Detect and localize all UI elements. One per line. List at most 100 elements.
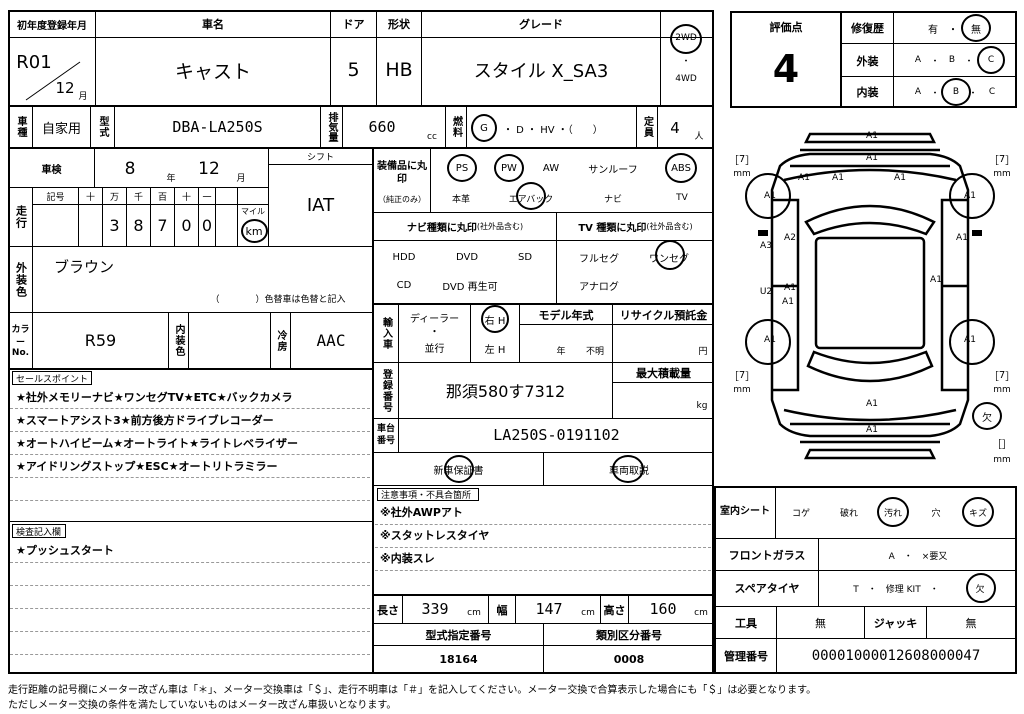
max-load-unit: kg [696, 401, 708, 411]
notes-label: 注意事項・不具合箇所 [377, 488, 479, 501]
designation-label: 型式指定番号 [425, 628, 492, 642]
tv-label-text: TV 種類に丸印 [578, 223, 647, 234]
interior-color-label: 内装色 [173, 324, 184, 357]
note-line: ※内装スレ [380, 552, 435, 565]
sales-point-line: ★社外メモリーナビ★ワンセグTV★ETC★バックカメラ [16, 391, 293, 404]
mileage-header-1: 一 [202, 192, 212, 203]
import-parallel: 並行 [424, 343, 445, 355]
serial-label: 管理番号 [724, 650, 768, 663]
tools-label: 工具 [735, 617, 757, 630]
exterior-opt: A [914, 55, 922, 65]
interior-grade-label: 内装 [856, 86, 879, 99]
width-value: 147 [535, 600, 563, 618]
nav-label-sub: (社外品含む) [476, 222, 524, 231]
sales-point-line: ★アイドリングストップ★ESC★オートリトラミラー [16, 460, 278, 473]
tv-oneseg-circle [655, 240, 685, 270]
exterior-color-label: 外装色 [14, 261, 28, 298]
max-load-label: 最大積載量 [636, 366, 691, 380]
seat-stain-circle [877, 497, 909, 527]
tools-value: 無 [815, 617, 826, 630]
repair-label: 修復歴 [851, 22, 884, 35]
model-label: 型式 [97, 116, 108, 138]
shift-label: シフト [306, 153, 334, 163]
usage-label: 車種 [15, 116, 26, 138]
exterior-opt: B [948, 55, 956, 65]
bracket-num: 7 [738, 369, 746, 381]
bracket-close: ］ [1005, 368, 1014, 383]
bracket-open: ［ [990, 368, 999, 383]
inspector-label: 検査記入欄 [12, 524, 66, 538]
reg-month: 12 [55, 79, 75, 97]
bracket-left-bottom: ［7］ [730, 368, 754, 383]
damage-mark: A1 [866, 425, 878, 435]
interior-b-circle [941, 78, 971, 106]
width-unit: cm [581, 608, 595, 618]
damage-mark: A1 [798, 173, 810, 183]
displacement-unit: cc [427, 132, 437, 142]
seat-opt: コゲ [791, 508, 810, 519]
nav-label-text: ナビ種類に丸印 [406, 223, 477, 234]
bracket-right-bottom: ［7］ [990, 368, 1014, 383]
equipment-label: 装備品に丸印 [377, 161, 427, 185]
nav-dvd: DVD [455, 251, 479, 263]
seat-opt: 穴 [931, 508, 941, 519]
note-line: ※スタットレスタイヤ [380, 529, 490, 542]
reg-era: R01 [16, 51, 52, 73]
damage-mark: A1 [782, 297, 794, 307]
damage-mark: A1 [764, 191, 776, 201]
exterior-color-note: （ ）色替車は色替と記入 [210, 294, 346, 305]
class-value: 0008 [613, 652, 645, 666]
jack-label: ジャッキ [873, 617, 918, 630]
mileage-digit: 0 [181, 215, 192, 235]
reg-date-label: 初年度登録年月 [17, 20, 87, 32]
bracket-open: ［ [730, 152, 739, 167]
mileage-digit: 8 [133, 215, 144, 235]
bracket-close: ］ [745, 368, 754, 383]
exterior-opt: ・ [964, 56, 974, 67]
chassis-value: LA250S-0191102 [493, 426, 620, 444]
designation-value: 18164 [439, 652, 478, 666]
damage-mark: A1 [894, 173, 906, 183]
damage-mark: U2 [760, 287, 772, 297]
tv-label-sub: (社外品含む) [646, 222, 693, 231]
drive-2wd-circle [670, 24, 702, 54]
equip-ps-circle [447, 154, 477, 182]
manual-circle [612, 455, 644, 483]
reg-slash-line [25, 61, 81, 101]
seat-label: 室内シート [720, 506, 770, 517]
bracket-close: ］ [1005, 152, 1014, 167]
reg-month-unit: 月 [78, 91, 88, 102]
equip-abs-circle [665, 153, 697, 183]
shift-value: IAT [306, 194, 335, 216]
mileage-digit [79, 212, 102, 238]
mileage-header-10: 十 [181, 192, 191, 203]
tv-label: TV 種類に丸印(社外品含む) [557, 213, 714, 240]
fuel-label: 燃料 [450, 116, 462, 138]
damage-mark: A1 [866, 131, 878, 141]
serial-value: 00001000012608000047 [811, 648, 981, 664]
spare-label: スペアタイヤ [734, 582, 800, 595]
nav-label: ナビ種類に丸印(社外品含む) [374, 213, 556, 240]
mm-label: mm [993, 385, 1011, 395]
damage-mark: A1 [964, 191, 976, 201]
height-unit: cm [694, 608, 708, 618]
score-label: 評価点 [769, 21, 803, 34]
equip-airbag-circle [516, 182, 546, 210]
mileage-digit: 7 [157, 215, 168, 235]
doors-value: 5 [347, 59, 360, 81]
damage-mark: A3 [760, 241, 772, 251]
nav-dvd-play: DVD 再生可 [442, 281, 498, 293]
inspector-line: ★プッシュスタート [16, 544, 114, 557]
damage-mark: A2 [784, 233, 796, 243]
length-unit: cm [467, 608, 481, 618]
length-value: 339 [421, 600, 449, 618]
damage-mark: A1 [832, 173, 844, 183]
tv-fullseg: フルセグ [579, 253, 619, 265]
doors-label: ドア [342, 18, 365, 31]
inspection-year: 8 [124, 159, 136, 179]
chassis-label: 車台番号 [376, 424, 395, 446]
mm-label: mm [733, 385, 751, 395]
bracket-left-spare: ［］ [990, 436, 1014, 451]
drive-4wd: 4WD [675, 74, 697, 84]
spare-opts: T ・ 修理 KIT ・ [853, 584, 939, 595]
